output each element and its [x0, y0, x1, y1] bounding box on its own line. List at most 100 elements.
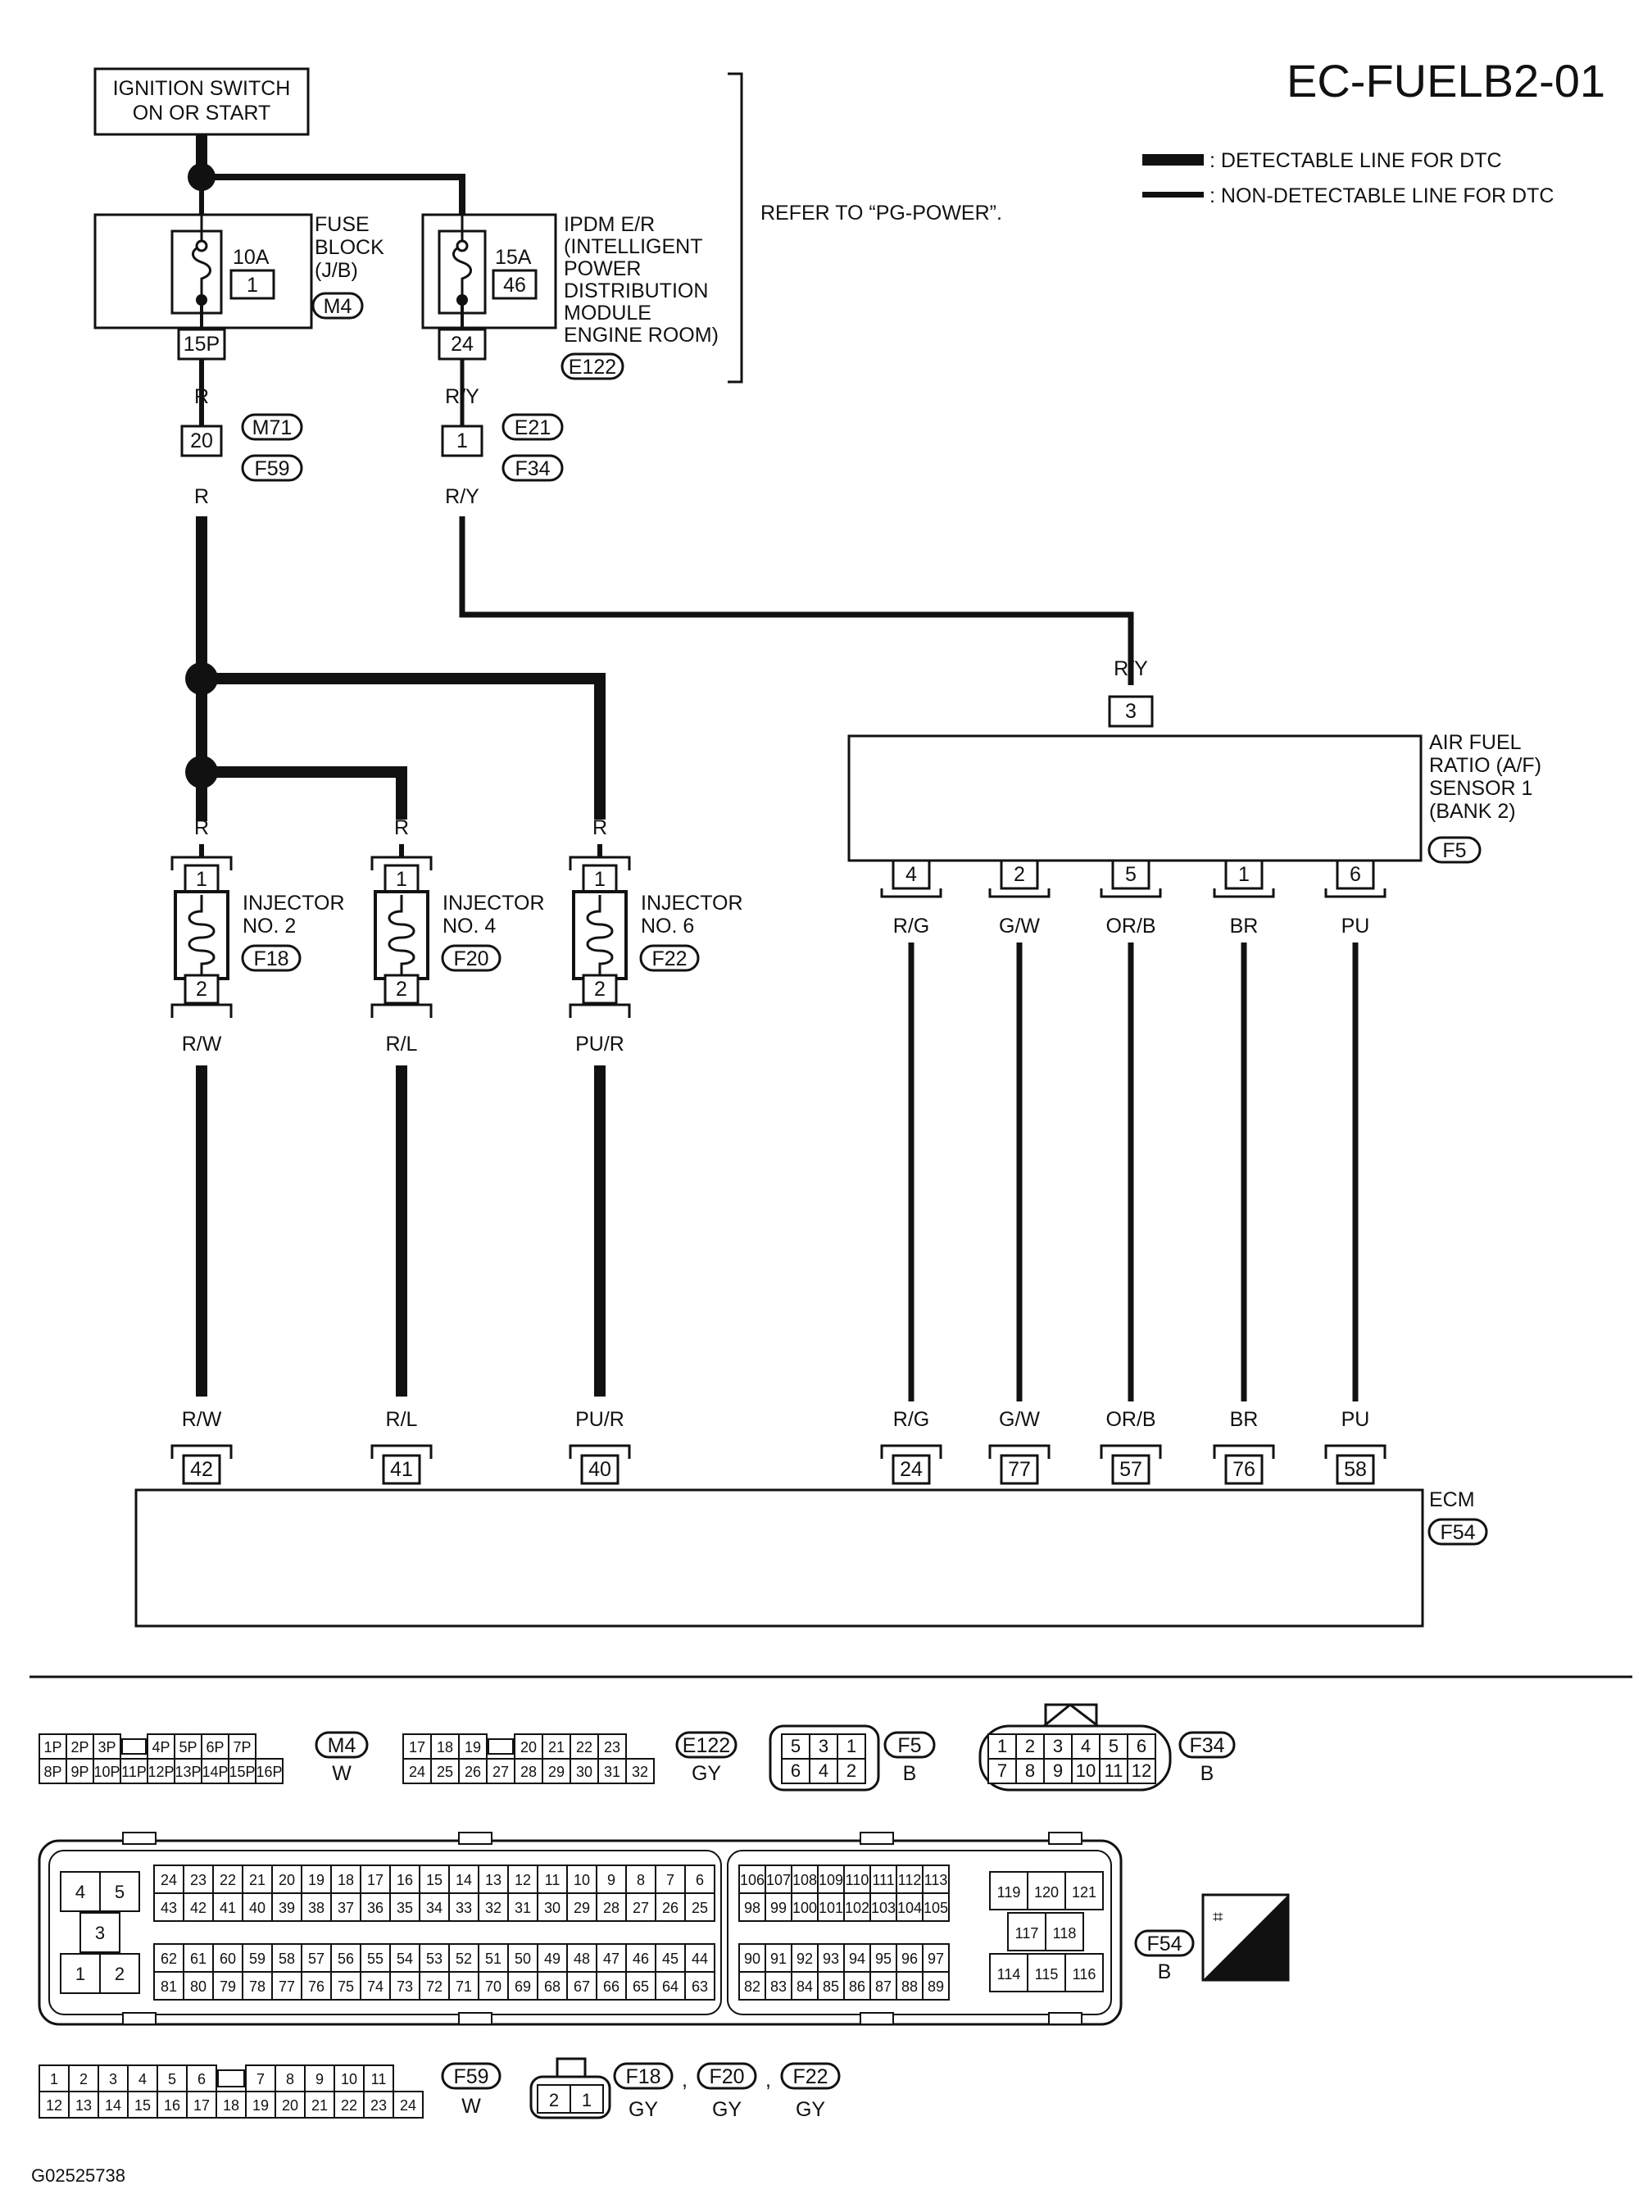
f54-cell [153, 1892, 184, 1922]
f54-pin: 35 [397, 1900, 413, 1916]
f5-cell [837, 1758, 866, 1784]
f54-cell [507, 1892, 538, 1922]
e122-cell [597, 1733, 627, 1760]
f59-cell [304, 2064, 335, 2092]
f54-cell [817, 1971, 845, 2001]
f54-pin: 44 [692, 1951, 708, 1967]
m4-pin: 8P [43, 1764, 61, 1780]
f54-pin: 25 [692, 1900, 708, 1916]
f54-cell [684, 1892, 715, 1922]
m4-pin: 1P [43, 1739, 61, 1756]
f54-right-pin: 119 [997, 1884, 1021, 1901]
f54-pin: 81 [161, 1978, 177, 1995]
e122-pin: 26 [465, 1764, 481, 1780]
f54-cell [448, 1865, 479, 1894]
f54-cell [596, 1865, 627, 1894]
inj-conn-color: GY [629, 2098, 658, 2121]
f5-pin: 4 [819, 1760, 828, 1781]
f54-pin: 36 [367, 1900, 384, 1916]
ipdm-label-1: IPDM E/R [564, 213, 655, 236]
ecm-wire-color: OR/B [1105, 1408, 1155, 1431]
f54-pin: 93 [823, 1951, 839, 1967]
m4-pin: 16P [256, 1764, 282, 1780]
f54-pin: 79 [220, 1978, 236, 1995]
f54-pin: 84 [796, 1978, 813, 1995]
f59-pin: 24 [400, 2097, 416, 2114]
e122-pin: 32 [632, 1764, 648, 1780]
f34-pin: 11 [1105, 1760, 1123, 1781]
ipdm-connector: E122 [569, 356, 616, 379]
conn-tag-f18-view [613, 2062, 674, 2090]
conn-tag-e122 [560, 352, 624, 380]
e122-pin: 18 [437, 1739, 453, 1756]
f54-small-pin: 2 [115, 1964, 125, 1984]
f59-pin: 13 [75, 2097, 92, 2114]
f54-right-cell [1027, 1871, 1066, 1910]
f54-cell [389, 1865, 420, 1894]
f54-right-pin: 115 [1035, 1966, 1059, 1983]
m4-pin: 13P [175, 1764, 201, 1780]
f54-right-cell [989, 1871, 1028, 1910]
f54-cell [448, 1971, 479, 2001]
injector-pin-bottom-text: 2 [396, 978, 407, 1001]
af-wire-color: OR/B [1105, 915, 1155, 938]
f54-pin: 37 [338, 1900, 354, 1916]
f54-cell [655, 1943, 686, 1973]
ecm-pin-text: 77 [1008, 1458, 1031, 1481]
conn-tag-f59 [241, 454, 303, 482]
f59-pin: 10 [341, 2071, 357, 2087]
f34-pin: 9 [1053, 1760, 1063, 1781]
f54-pin: 78 [249, 1978, 266, 1995]
af-supply-pin: 3 [1125, 700, 1137, 723]
f54-pin: 112 [898, 1872, 922, 1888]
af-pin-text: 6 [1350, 863, 1361, 886]
f54-right-cell [1045, 1912, 1084, 1951]
injector-pin-top [384, 864, 420, 895]
m4-cell [174, 1758, 202, 1784]
f54-pin: 113 [924, 1872, 948, 1888]
e122-pin: 29 [548, 1764, 565, 1780]
conn-tag-f22-label: F22 [651, 947, 687, 970]
legend-non-detectable-swatch [1142, 192, 1204, 198]
f59-cell [186, 2064, 217, 2092]
ipdm-amp: 15A [495, 246, 532, 269]
e122-pin: 19 [465, 1739, 481, 1756]
f54-pin: 20 [279, 1872, 295, 1888]
f54-pin: 62 [161, 1951, 177, 1967]
e122-color: GY [692, 1762, 721, 1785]
f34-pin: 5 [1109, 1736, 1119, 1756]
f54-cell [330, 1892, 361, 1922]
f59-pin: 2 [79, 2071, 88, 2087]
conn-tag-f20 [441, 944, 502, 972]
af-sensor-label-4: (BANK 2) [1429, 800, 1516, 823]
f54-cell [817, 1892, 845, 1922]
f34-pin: 2 [1025, 1736, 1035, 1756]
f54-pin: 77 [279, 1978, 295, 1995]
conn-tag-f34-view [1178, 1731, 1236, 1759]
f54-pin: 26 [662, 1900, 678, 1916]
conn-tag-f20-label: F20 [453, 947, 488, 970]
f54-pin: 23 [190, 1872, 206, 1888]
f54-pin: 42 [190, 1900, 206, 1916]
f54-pin: 85 [823, 1978, 839, 1995]
f54-pin: 95 [875, 1951, 892, 1967]
f54-right-cell [1007, 1912, 1046, 1951]
m4-pin: 4P [152, 1739, 170, 1756]
f54-pin: 64 [662, 1978, 678, 1995]
f59-pin: 8 [286, 2071, 294, 2087]
f54-pin: 82 [744, 1978, 760, 1995]
splice-right-conn-a: E21 [515, 416, 551, 439]
f54-pin: 71 [456, 1978, 472, 1995]
f54-pin: 60 [220, 1951, 236, 1967]
f54-pin: 89 [928, 1978, 944, 1995]
splice-left-bottom-color: R [194, 485, 209, 508]
legend-non-detectable-label: : NON-DETECTABLE LINE FOR DTC [1210, 184, 1554, 207]
injector-out-color: PU/R [575, 1033, 624, 1056]
fuse-block-fuse-no: 1 [247, 274, 258, 297]
injector-pin-bottom [582, 974, 618, 1005]
f54-pin: 105 [924, 1900, 948, 1916]
fuse-block-connector: M4 [324, 295, 352, 318]
f54-pin: 19 [308, 1872, 324, 1888]
e122-cell [542, 1733, 571, 1760]
f59-pin: 5 [168, 2071, 176, 2087]
